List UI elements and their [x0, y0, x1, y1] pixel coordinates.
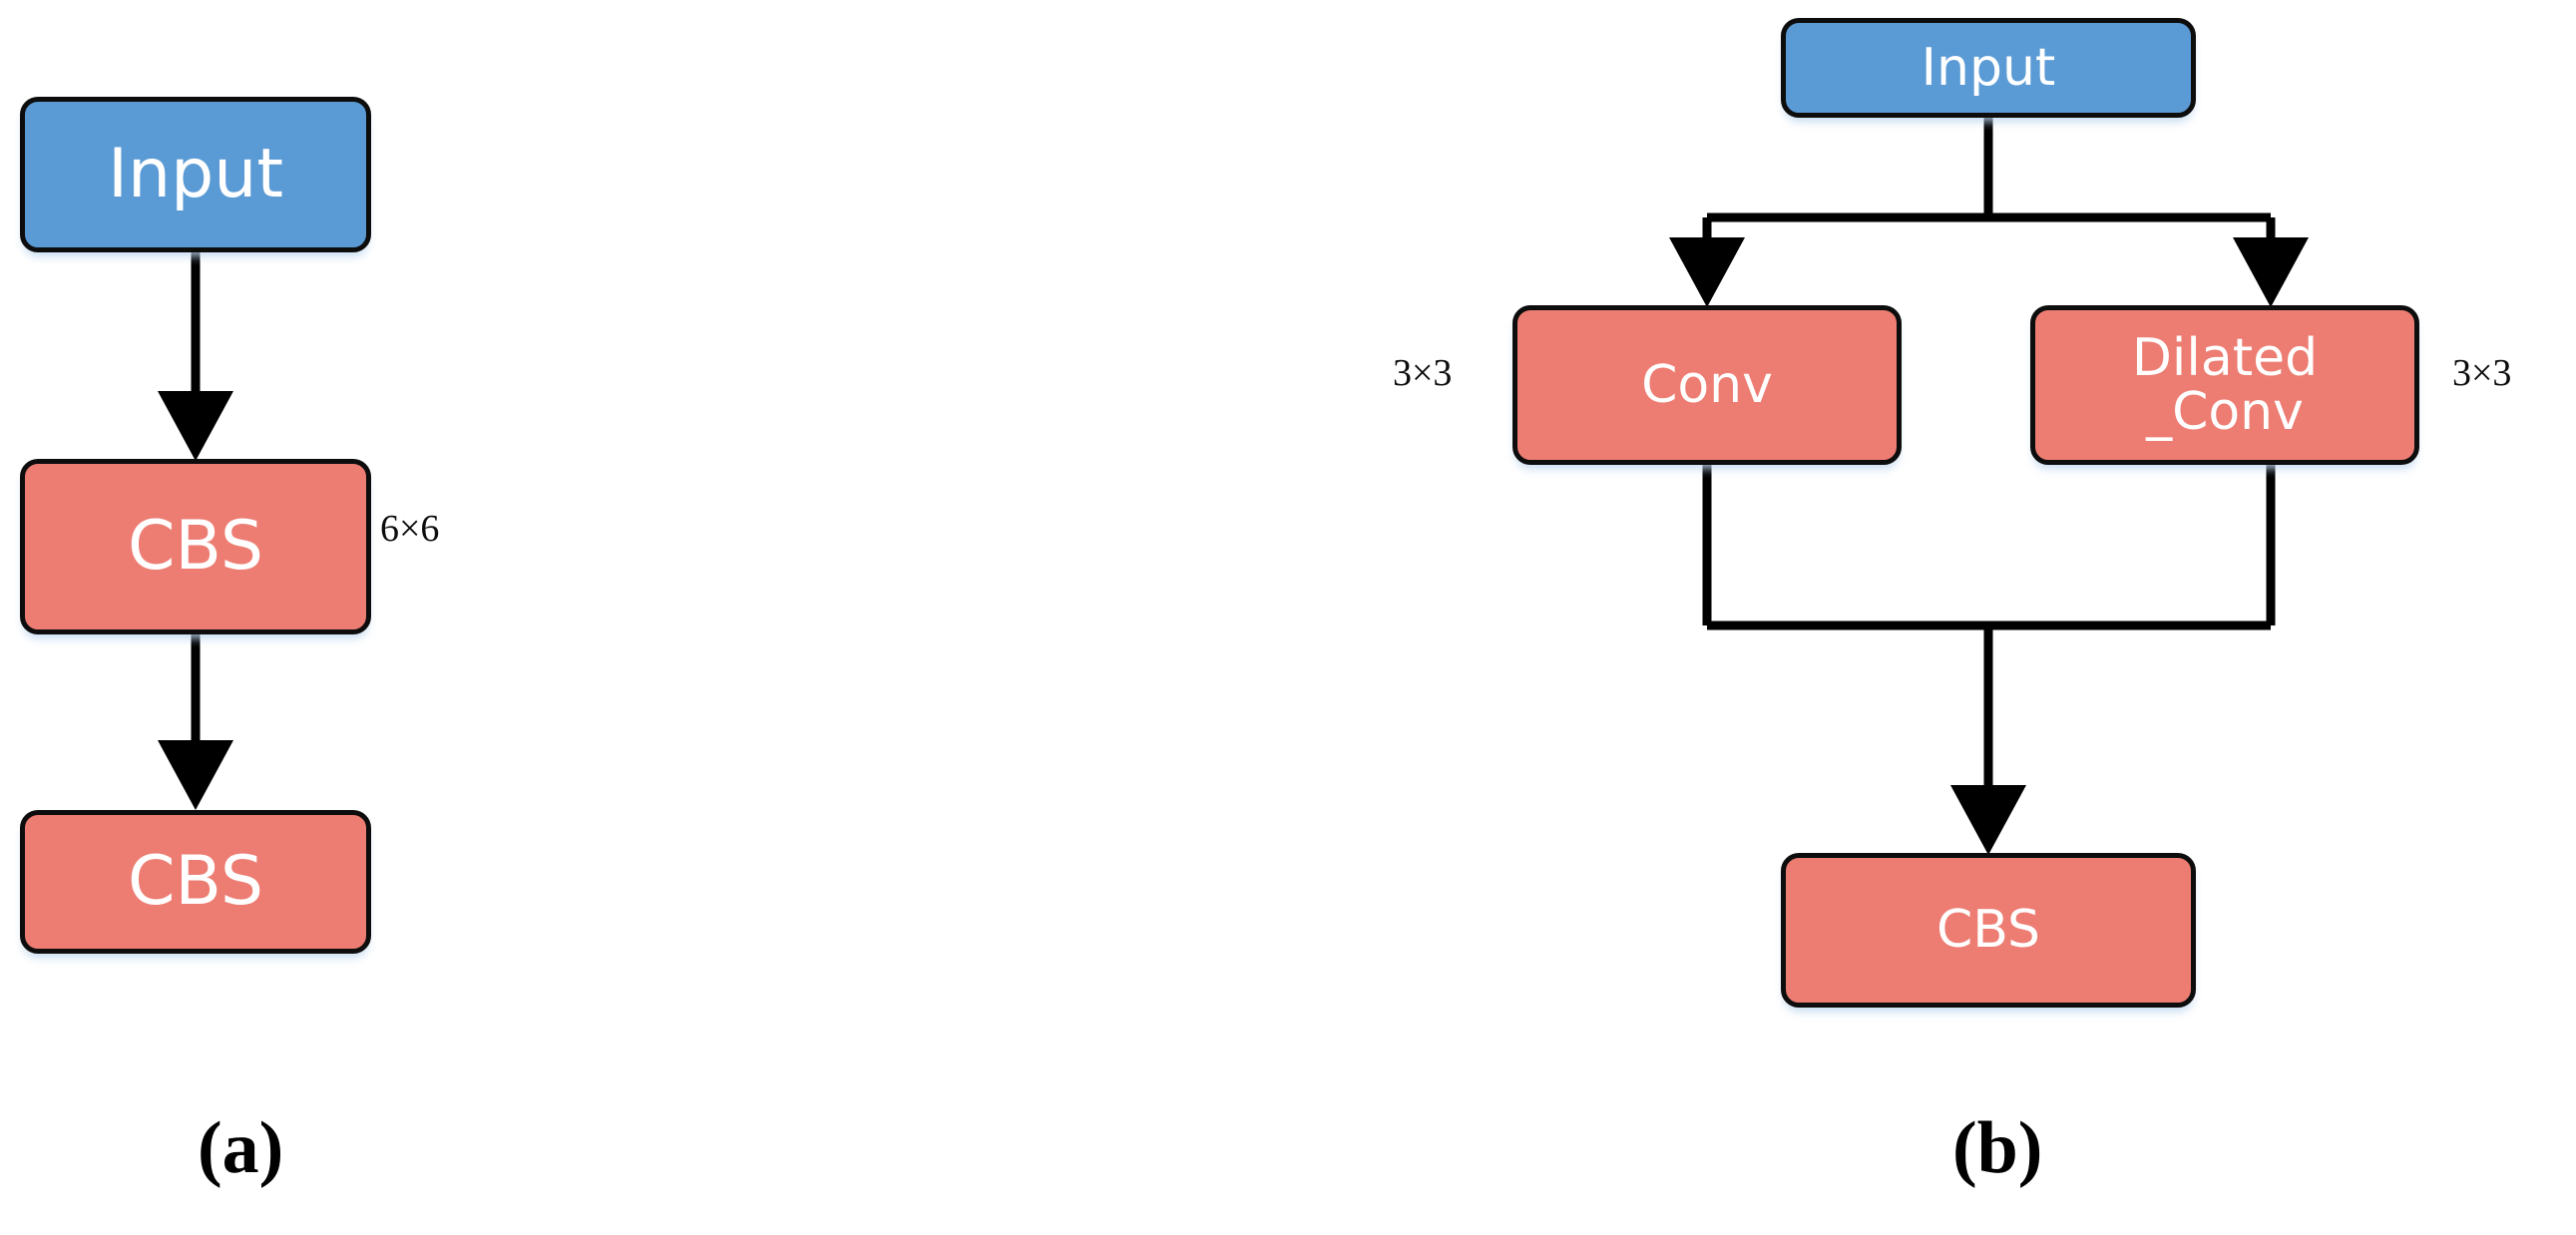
node-a-input-label: Input — [107, 134, 284, 213]
kernel-note-b-right-3x3: 3×3 — [2452, 352, 2512, 394]
node-a-input[interactable]: Input — [20, 97, 371, 252]
node-b-conv-label: Conv — [1641, 354, 1773, 415]
node-a-cbs-1-label: CBS — [127, 506, 264, 586]
edge-a-cbs1-to-cbs2 — [158, 633, 233, 810]
node-b-input-label: Input — [1921, 37, 2056, 98]
edge-b-input-split-bus — [1707, 118, 2271, 222]
edge-b-bus-to-dilated-conv — [2233, 217, 2309, 307]
node-b-dilated-conv-label: Dilated _Conv — [2131, 327, 2319, 442]
edge-b-bus-to-conv — [1669, 217, 1745, 307]
node-b-dilated-conv[interactable]: Dilated _Conv — [2030, 305, 2419, 465]
node-a-cbs-1[interactable]: CBS — [20, 459, 371, 634]
kernel-note-b-left-3x3: 3×3 — [1393, 352, 1453, 394]
node-a-cbs-2[interactable]: CBS — [20, 810, 371, 954]
edge-b-merge-bus-to-cbs — [1707, 620, 2271, 855]
node-b-conv[interactable]: Conv — [1512, 305, 1902, 465]
node-b-cbs-label: CBS — [1935, 900, 2041, 961]
node-a-cbs-2-label: CBS — [127, 841, 264, 921]
node-b-cbs[interactable]: CBS — [1781, 853, 2196, 1008]
node-b-input[interactable]: Input — [1781, 18, 2196, 118]
caption-panel-a: (a) — [198, 1107, 284, 1189]
edge-a-input-to-cbs1 — [158, 252, 233, 461]
caption-panel-b: (b) — [1952, 1107, 2043, 1189]
kernel-note-a-6x6: 6×6 — [380, 508, 440, 550]
